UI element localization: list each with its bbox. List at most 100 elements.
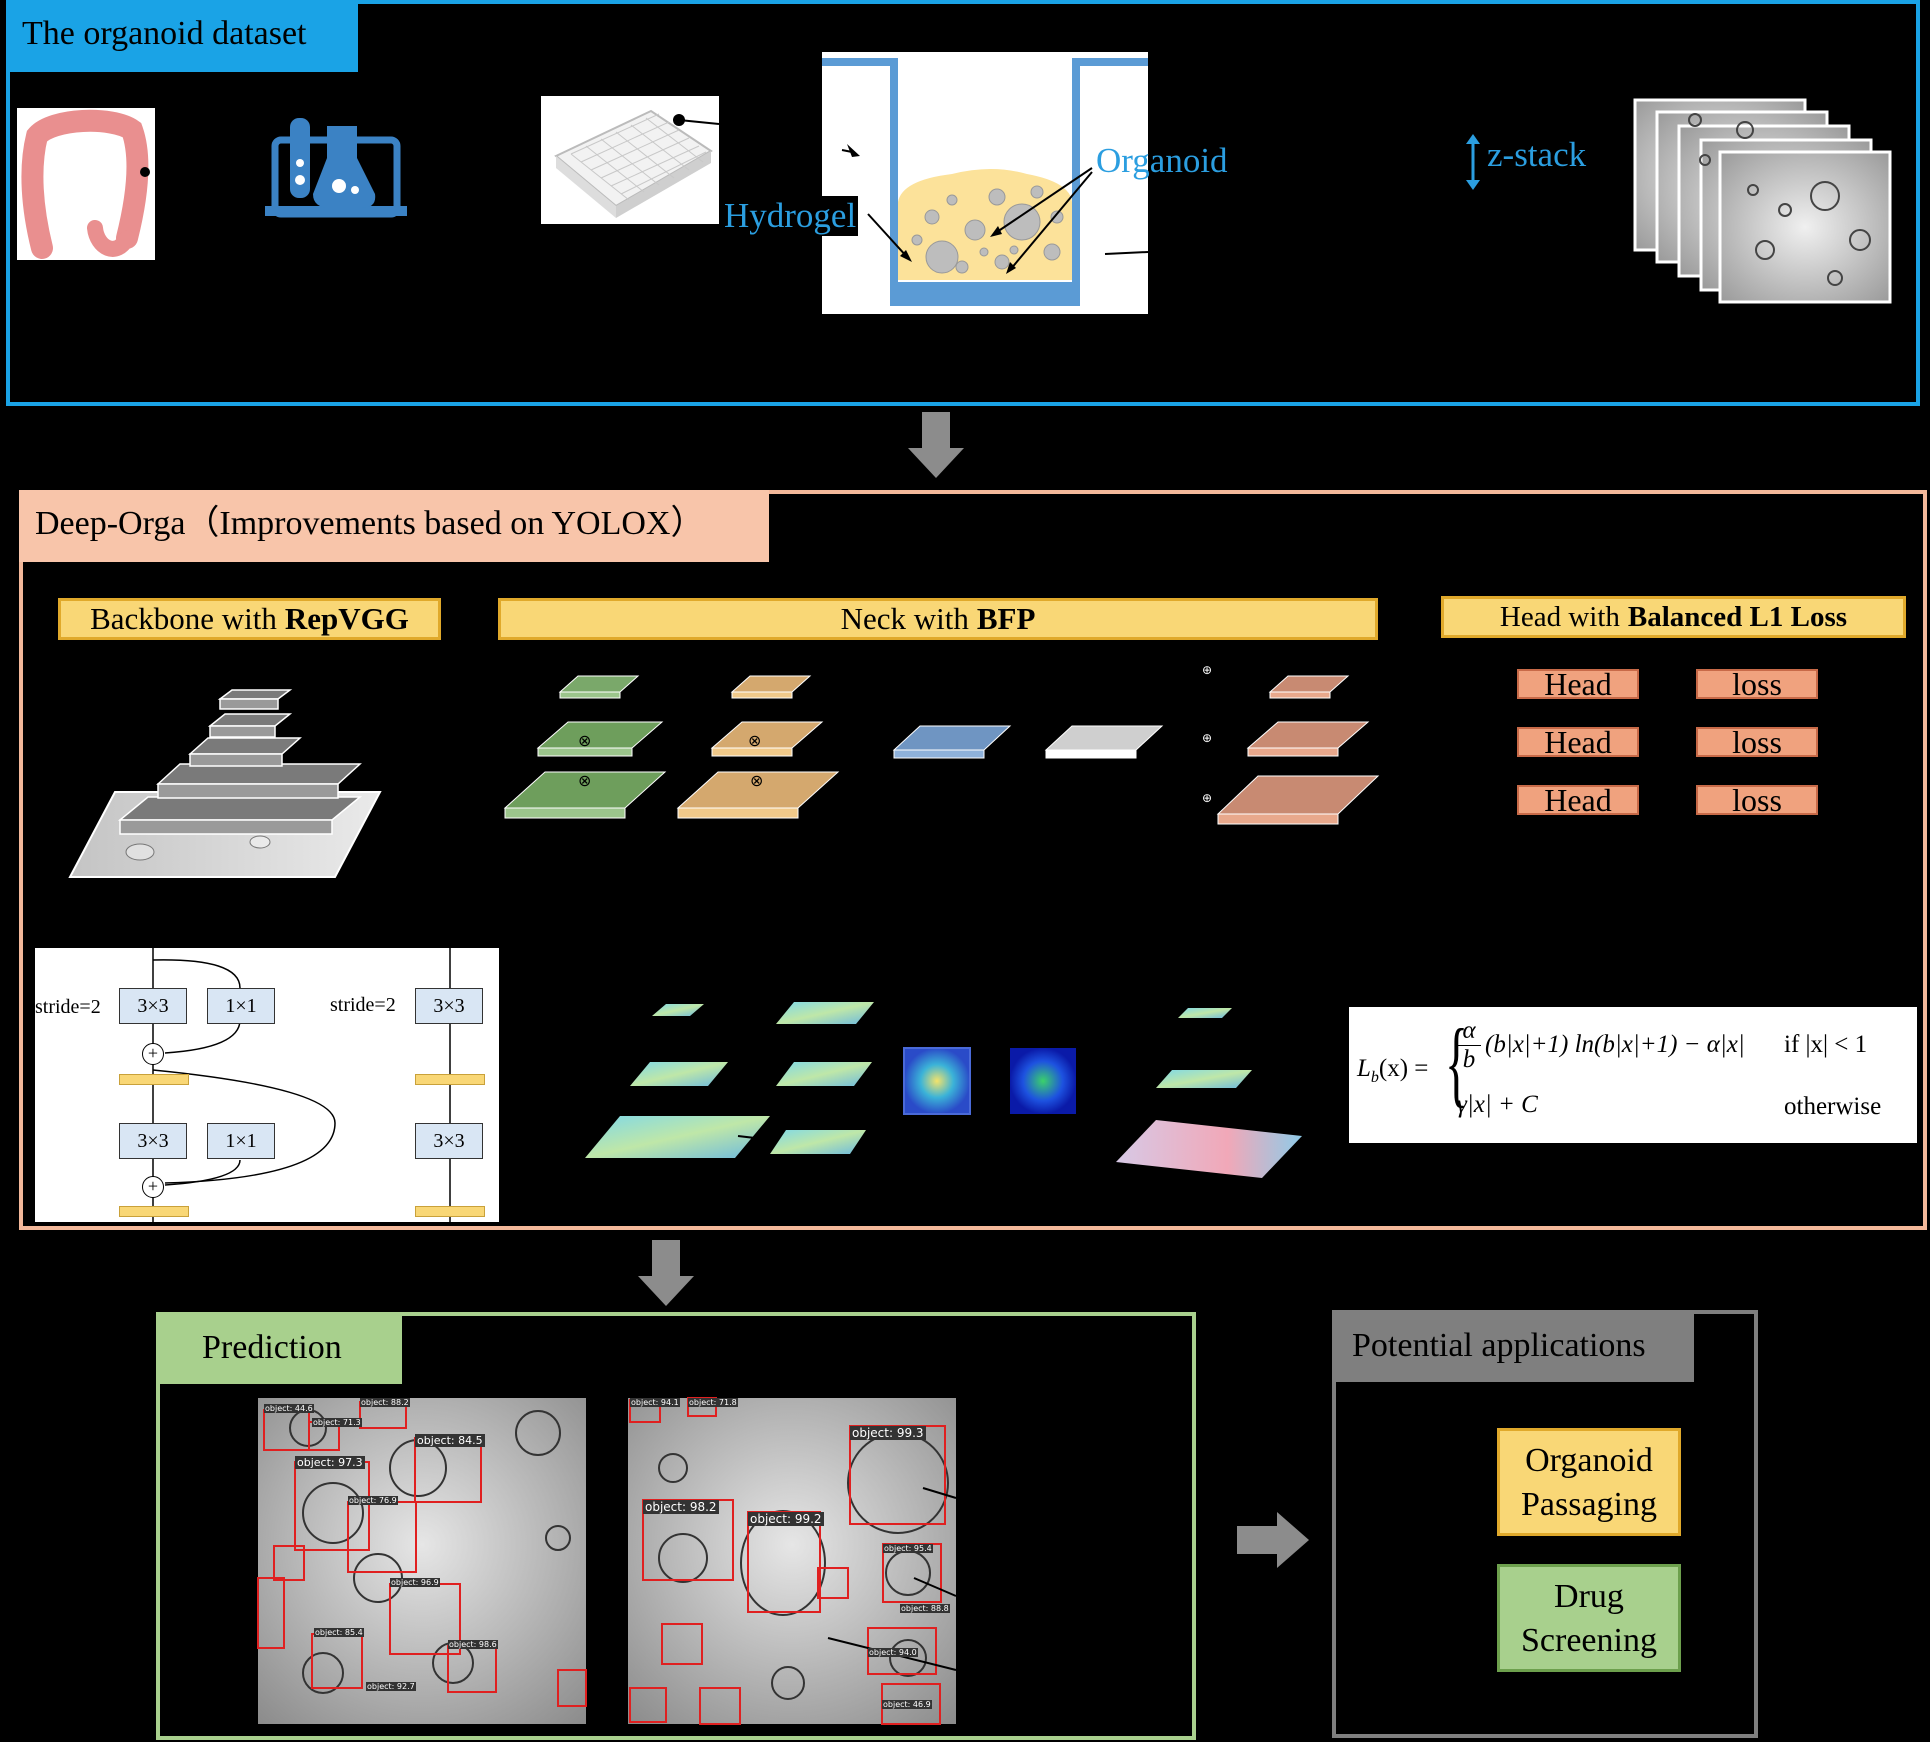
dataset-panel [6, 0, 1920, 406]
head-prefix: Head with [1499, 600, 1620, 633]
prediction-image-2: object: 94.1 object: 71.8 object: 99.3 o… [628, 1397, 957, 1725]
app1-line2: Passaging [1521, 1486, 1657, 1523]
formula-cond2: otherwise [1784, 1093, 1882, 1120]
app1-line1: Organoid [1525, 1442, 1653, 1479]
prediction-panel [156, 1312, 1196, 1740]
relu-bar-a [119, 1074, 189, 1085]
application-drug-screening: Drug Screening [1497, 1564, 1681, 1672]
stride-label-left: stride=2 [35, 996, 101, 1018]
pred1-label-5: object: 76.9 [348, 1496, 398, 1505]
pred2-label-7: object: 94.0 [868, 1648, 918, 1657]
pred2-label-1: object: 71.8 [688, 1398, 738, 1407]
svg-text:⊗: ⊗ [578, 771, 591, 790]
down-arrow-icon-2 [638, 1240, 694, 1306]
pred2-label-6: object: 88.8 [900, 1604, 950, 1613]
down-arrow-icon [908, 412, 964, 478]
prediction-image-1: object: 44.6 object: 88.2 object: 71.3 o… [257, 1398, 587, 1724]
app2-line2: Screening [1521, 1622, 1657, 1659]
organoid-label: Organoid [1096, 141, 1228, 180]
neck-bfp-diagram: ⊗⊗ ⊗⊗ ⊕⊕⊕ [503, 663, 1380, 825]
neck-prefix: Neck with [840, 601, 969, 636]
formula-case2: γ|x| + C [1457, 1091, 1538, 1118]
backbone-pyramid [68, 689, 382, 878]
head-bold: Balanced L1 Loss [1627, 600, 1848, 633]
stride-label-right: stride=2 [330, 994, 396, 1016]
relu-bar-b [119, 1206, 189, 1217]
colon-icon [21, 109, 150, 259]
conv3-block-a: 3×3 [119, 988, 187, 1024]
applications-title: Potential applications [1332, 1310, 1694, 1382]
pred1-label-7: object: 85.4 [314, 1628, 364, 1637]
hydrogel-label: Hydrogel [722, 196, 859, 236]
pred1-label-3: object: 84.5 [415, 1434, 485, 1447]
formula-alpha: α [1457, 1017, 1481, 1046]
right-arrow-icon [1237, 1512, 1309, 1568]
formula-lhs-argument: (x) = [1378, 1055, 1429, 1082]
pred1-label-0: object: 44.6 [264, 1404, 314, 1413]
formula-b: b [1462, 1046, 1476, 1073]
relu-bar-d [415, 1206, 485, 1217]
lab-flask-icon [265, 118, 407, 218]
loss-box-2: loss [1696, 726, 1818, 758]
svg-text:⊕: ⊕ [1202, 731, 1212, 745]
colon-illustration [17, 108, 155, 260]
repvgg-diagram: stride=2 stride=2 3×3 1×1 3×3 1×1 3×3 3×… [35, 948, 499, 1222]
balanced-l1-formula: Lb(x) = { α b (b|x|+1) ln(b|x|+1) − α|x|… [1349, 1007, 1917, 1143]
add-node-a: + [142, 1043, 164, 1065]
prediction-title: Prediction [156, 1312, 402, 1384]
pred1-label-6: object: 96.9 [390, 1578, 440, 1587]
svg-text:⊗: ⊗ [748, 731, 761, 750]
formula-lhs-subscript: b [1370, 1069, 1379, 1086]
conv3-block-c: 3×3 [415, 988, 483, 1024]
head-box-2: Head [1517, 726, 1639, 758]
backbone-prefix: Backbone with [90, 601, 277, 636]
pred1-label-8: object: 98.6 [448, 1640, 498, 1649]
formula-lhs: Lb(x) = [1357, 1055, 1428, 1087]
conv1-block-b: 1×1 [207, 1123, 275, 1159]
pred2-label-5: object: 95.4 [883, 1544, 933, 1553]
conv3-block-b: 3×3 [119, 1123, 187, 1159]
svg-text:⊕: ⊕ [1202, 663, 1212, 677]
formula-case1: (b|x|+1) ln(b|x|+1) − α|x| [1485, 1031, 1745, 1058]
app2-line1: Drug [1554, 1578, 1624, 1615]
conv1-block-a: 1×1 [207, 988, 275, 1024]
application-organoid-passaging: Organoid Passaging [1497, 1428, 1681, 1536]
pred1-label-9: object: 92.7 [366, 1682, 416, 1691]
pred1-label-4: object: 97.3 [295, 1456, 365, 1469]
relu-bar-c [415, 1074, 485, 1085]
head-box-3: Head [1517, 784, 1639, 816]
svg-text:⊗: ⊗ [578, 731, 591, 750]
model-panel [19, 490, 1927, 1230]
pred2-label-0: object: 94.1 [630, 1398, 680, 1407]
zstack-images [1633, 98, 1895, 310]
dataset-title: The organoid dataset [6, 0, 358, 72]
well-schematic [822, 52, 1149, 314]
well-plate-image [541, 96, 720, 224]
neck-bold: BFP [976, 601, 1036, 636]
pointer-lines [867, 167, 1093, 274]
formula-cond1: if |x| < 1 [1784, 1031, 1868, 1058]
add-node-b: + [142, 1176, 164, 1198]
pred2-label-3: object: 98.2 [643, 1500, 719, 1514]
zstack-arrow-icon [1466, 134, 1480, 190]
conv3-block-d: 3×3 [415, 1123, 483, 1159]
formula-lhs-symbol: L [1357, 1055, 1371, 1082]
zstack-label: z-stack [1487, 135, 1587, 174]
formula-brace: { [1445, 1009, 1469, 1116]
pred2-label-4: object: 99.2 [748, 1512, 824, 1526]
loss-box-1: loss [1696, 668, 1818, 700]
model-title: Deep-Orga（Improvements based on YOLOX） [19, 490, 769, 562]
pred1-label-1: object: 88.2 [360, 1398, 410, 1407]
formula-fraction: α b [1457, 1017, 1481, 1074]
head-box-1: Head [1517, 668, 1639, 700]
pred1-label-2: object: 71.3 [312, 1418, 362, 1427]
svg-text:⊗: ⊗ [750, 771, 763, 790]
loss-box-3: loss [1696, 784, 1818, 816]
pred2-label-2: object: 99.3 [850, 1426, 926, 1440]
pred2-label-8: object: 46.9 [882, 1700, 932, 1709]
backbone-bold: RepVGG [284, 601, 409, 636]
heatmap-feature-maps [585, 1002, 1302, 1178]
